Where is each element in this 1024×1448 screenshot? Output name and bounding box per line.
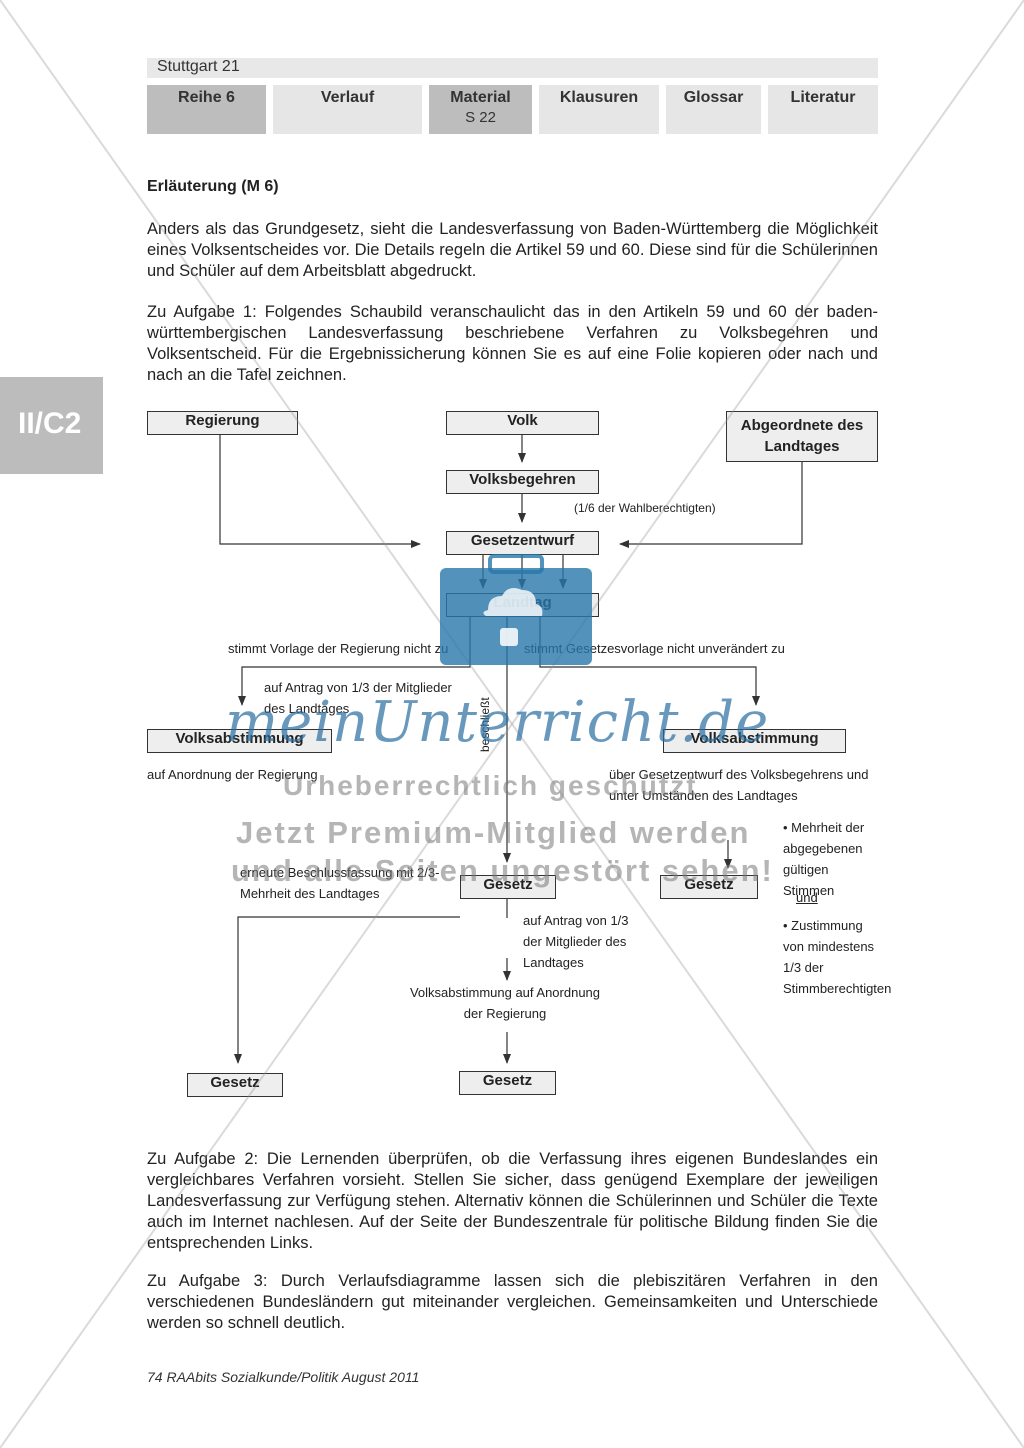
topic-title: Stuttgart 21 — [157, 58, 240, 75]
section-heading: Erläuterung (M 6) — [147, 178, 279, 195]
tab-verlauf[interactable]: Verlauf — [273, 85, 422, 134]
label-stimmt-gesetzesvorlage: stimmt Gesetzesvorlage nicht unverändert… — [524, 641, 785, 656]
label-und: und — [796, 890, 818, 905]
tab-glossar[interactable]: Glossar — [666, 85, 761, 134]
box-gesetz-center: Gesetz — [460, 875, 556, 899]
arrow-to-gesetz-bottom-left — [234, 916, 460, 1064]
arrow-regierung-gesetzentwurf — [219, 434, 421, 548]
box-gesetz-right: Gesetz — [660, 875, 758, 899]
label-anordnung-regierung: auf Anordnung der Regierung — [147, 767, 318, 782]
watermark-line-1: Urheberrechtlich geschützt — [283, 770, 698, 801]
box-regierung: Regierung — [147, 411, 298, 435]
tab-klausuren[interactable]: Klausuren — [539, 85, 659, 134]
label-volksabstimmung-bottom: Volksabstimmung auf Anordnung der Regier… — [409, 985, 601, 1021]
page-footer: 74 RAAbits Sozialkunde/Politik August 20… — [147, 1369, 420, 1385]
bullet-zustimmung: • Zustimmung von mindestens 1/3 der Stim… — [783, 918, 892, 996]
box-volksabstimmung-right: Volksabstimmung — [663, 729, 846, 753]
watermark-brand: meinUnterricht.de — [225, 690, 770, 755]
watermark-line-2: Jetzt Premium-Mitglied werden — [236, 815, 751, 850]
box-abgeordnete: Abgeordnete des Landtages — [726, 411, 878, 462]
topic-bar: Stuttgart 21 — [147, 58, 878, 78]
box-volk: Volk — [446, 411, 599, 435]
box-volksbegehren: Volksbegehren — [446, 470, 599, 494]
label-antrag-drittel: auf Antrag von 1/3 der Mitglieder des La… — [264, 680, 452, 716]
box-gesetz-bottom-center: Gesetz — [459, 1071, 556, 1095]
paragraph-intro: Anders als das Grundgesetz, sieht die La… — [147, 220, 878, 280]
tab-reihe[interactable]: Reihe 6 — [147, 85, 266, 134]
paragraph-aufgabe-1: Zu Aufgabe 1: Folgendes Schaubild verans… — [147, 303, 878, 384]
bullet-mehrheit: • Mehrheit der abgegebenen gültigen Stim… — [783, 820, 865, 898]
section-side-tab: II/C2 — [0, 377, 103, 474]
box-landtag: Landtag — [446, 593, 599, 617]
label-wahlberechtigte: (1/6 der Wahlberechtigten) — [574, 501, 716, 515]
tab-literatur[interactable]: Literatur — [768, 85, 878, 134]
box-volksabstimmung-left: Volksabstimmung — [147, 729, 332, 753]
box-gesetz-bottom-left: Gesetz — [187, 1073, 283, 1097]
paragraph-aufgabe-2: Zu Aufgabe 2: Die Lernenden überprüfen, … — [147, 1150, 878, 1252]
arrow-abgeordnete-gesetzentwurf — [619, 462, 803, 548]
box-gesetzentwurf: Gesetzentwurf — [446, 531, 599, 555]
paragraph-aufgabe-3: Zu Aufgabe 3: Durch Verlaufsdiagramme la… — [147, 1272, 878, 1332]
label-erneute-beschluss: erneute Beschlussfassung mit 2/3-Mehrhei… — [240, 865, 440, 901]
label-antrag-drittel-2: auf Antrag von 1/3 der Mitglieder des La… — [523, 913, 629, 970]
label-stimmt-regierung: stimmt Vorlage der Regierung nicht zu — [228, 641, 449, 656]
watermark-line-3: und alle Seiten ungestört sehen! — [231, 853, 774, 888]
label-ueber-gesetzentwurf: über Gesetzentwurf des Volksbegehrens un… — [609, 767, 869, 803]
